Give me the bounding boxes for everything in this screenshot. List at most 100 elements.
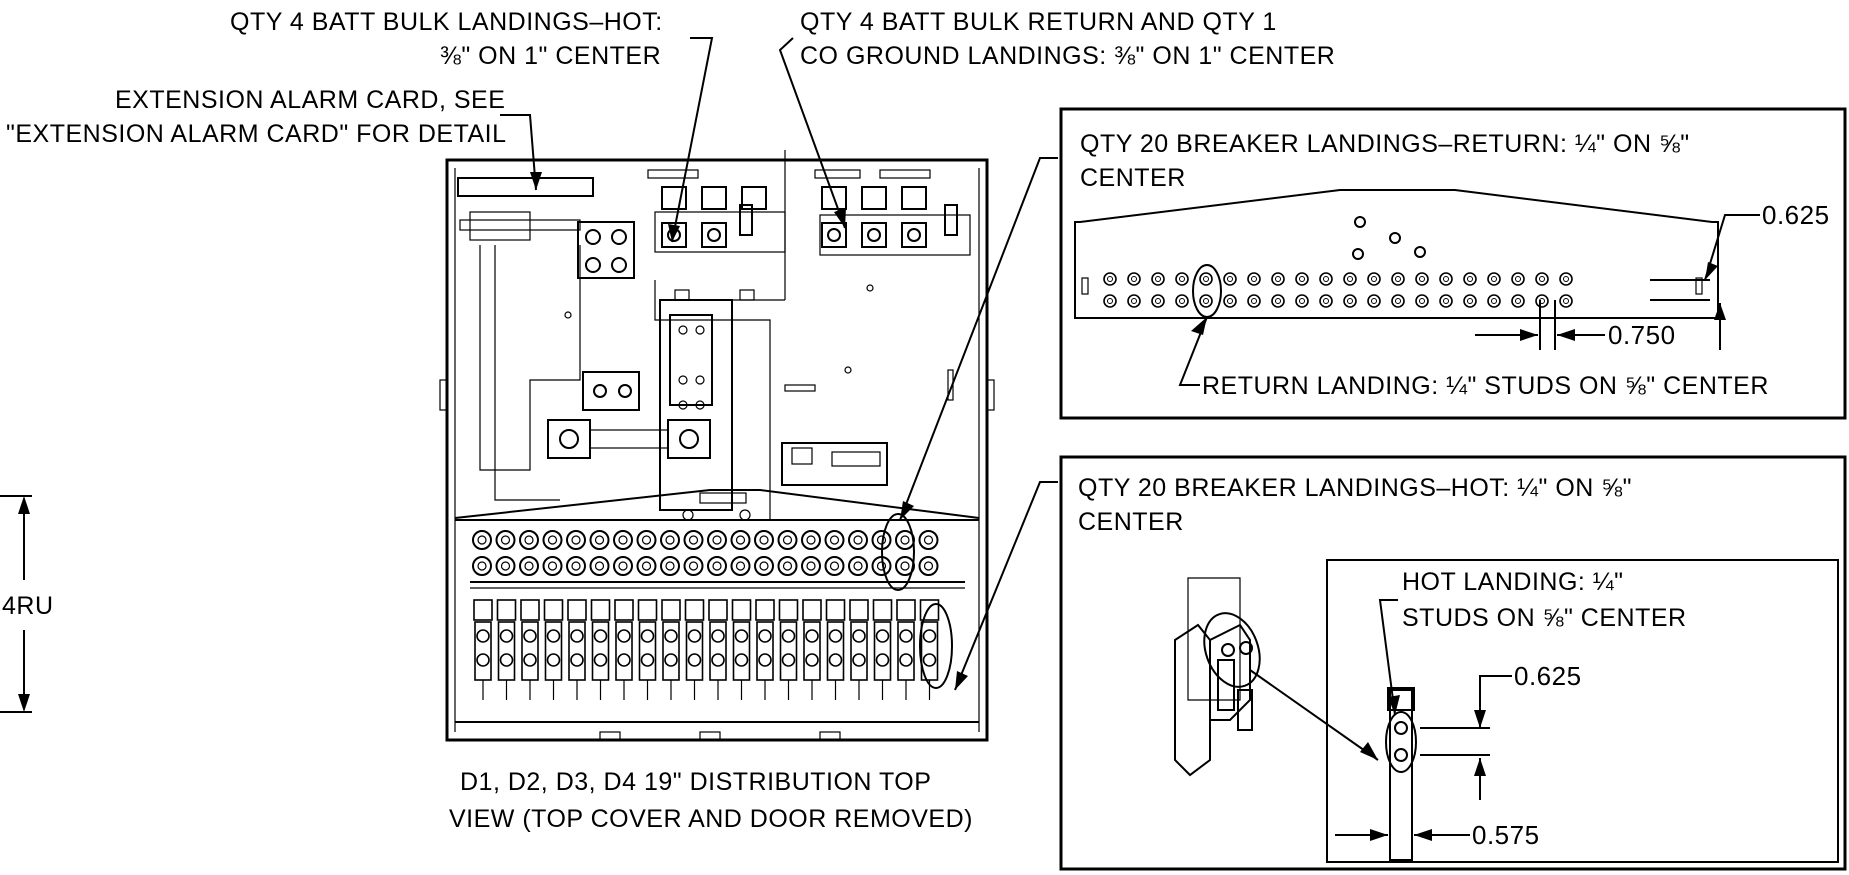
return-landing-stud-icon bbox=[1535, 294, 1549, 308]
return-stud-icon bbox=[824, 556, 845, 576]
breaker-icon bbox=[473, 599, 493, 621]
return-stud-icon bbox=[519, 530, 539, 550]
return-landing-stud-icon bbox=[1271, 294, 1285, 308]
return-dim-horizontal: 0.750 bbox=[1608, 320, 1676, 350]
return-landing-stud-icon bbox=[1151, 272, 1165, 286]
return-stud-icon bbox=[613, 530, 633, 550]
return-landing-stud-icon bbox=[1391, 294, 1405, 308]
breaker-icon bbox=[614, 599, 634, 621]
return-stud-rows bbox=[472, 530, 939, 576]
breaker-icon bbox=[520, 599, 540, 621]
return-landing-stud-icon bbox=[1559, 294, 1573, 308]
main-caption-line2: VIEW (TOP COVER AND DOOR REMOVED) bbox=[449, 805, 973, 833]
return-stud-icon bbox=[613, 556, 633, 576]
return-landing-stud-icon bbox=[1367, 294, 1381, 308]
breaker-icon bbox=[825, 599, 846, 621]
return-landing-stud-icon bbox=[1175, 294, 1189, 308]
return-landing-label: RETURN LANDING: ¼" STUDS ON ⅝" CENTER bbox=[1202, 372, 1769, 400]
batt-hot-callout-line2: ⅜" ON 1" CENTER bbox=[440, 42, 661, 70]
return-landing-stud-icon bbox=[1247, 294, 1261, 308]
return-stud-icon bbox=[566, 556, 586, 576]
rack-height-dimension bbox=[0, 495, 32, 713]
return-landing-stud-icon bbox=[1343, 294, 1357, 308]
return-landing-stud-icon bbox=[1223, 272, 1237, 286]
batt-return-callout-line1: QTY 4 BATT BULK RETURN AND QTY 1 bbox=[800, 8, 1277, 36]
return-stud-icon bbox=[542, 530, 563, 550]
return-stud-icon bbox=[730, 530, 751, 550]
return-stud-icon bbox=[636, 530, 657, 550]
hot-landing-label-line1: HOT LANDING: ¼" bbox=[1402, 568, 1624, 596]
return-landing-stud-icon bbox=[1559, 272, 1573, 286]
return-landing-stud-icon bbox=[1319, 294, 1333, 308]
return-stud-icon bbox=[683, 556, 704, 576]
return-landing-stud-icon bbox=[1415, 272, 1429, 286]
breaker-icon bbox=[896, 599, 916, 621]
rack-height-label: 4RU bbox=[2, 592, 54, 620]
breaker-icon bbox=[496, 599, 517, 621]
return-stud-icon bbox=[801, 556, 821, 576]
return-stud-icon bbox=[589, 530, 610, 550]
breaker-icon bbox=[684, 599, 705, 621]
return-landing-stud-icon bbox=[1175, 272, 1189, 286]
return-landing-stud-icon bbox=[1487, 294, 1501, 308]
hot-detail-title-line2: CENTER bbox=[1078, 508, 1184, 536]
return-stud-icon bbox=[660, 530, 680, 550]
breaker-icon bbox=[872, 599, 893, 621]
return-landing-stud-icon bbox=[1367, 272, 1381, 286]
batt-return-callout-line2: CO GROUND LANDINGS: ⅜" ON 1" CENTER bbox=[800, 42, 1335, 70]
return-landing-stud-icon bbox=[1463, 272, 1477, 286]
breaker-icon bbox=[778, 599, 799, 621]
return-stud-icon bbox=[707, 530, 727, 550]
return-stud-icon bbox=[895, 556, 915, 576]
breaker-icon bbox=[802, 599, 822, 621]
return-landing-studs bbox=[1103, 272, 1573, 308]
return-stud-icon bbox=[472, 530, 492, 550]
return-stud-icon bbox=[918, 530, 939, 550]
return-landing-stud-icon bbox=[1391, 272, 1405, 286]
return-landing-stud-icon bbox=[1295, 272, 1309, 286]
return-detail-panel bbox=[1059, 107, 1847, 420]
return-landing-stud-icon bbox=[1535, 272, 1549, 286]
return-stud-icon bbox=[801, 530, 821, 550]
breaker-icon bbox=[731, 599, 752, 621]
hot-detail-title-line1: QTY 20 BREAKER LANDINGS–HOT: ¼" ON ⅝" bbox=[1078, 474, 1632, 502]
breaker-icon bbox=[708, 599, 728, 621]
return-detail-title-line1: QTY 20 BREAKER LANDINGS–RETURN: ¼" ON ⅝" bbox=[1080, 130, 1690, 158]
return-stud-icon bbox=[495, 556, 516, 576]
ext-alarm-callout-line2: "EXTENSION ALARM CARD" FOR DETAIL bbox=[6, 120, 507, 148]
main-caption-line1: D1, D2, D3, D4 19" DISTRIBUTION TOP bbox=[460, 768, 931, 796]
return-stud-icon bbox=[495, 530, 516, 550]
return-landing-stud-icon bbox=[1247, 272, 1261, 286]
return-landing-stud-icon bbox=[1127, 294, 1141, 308]
breaker-row bbox=[473, 599, 940, 700]
return-landing-stud-icon bbox=[1103, 294, 1117, 308]
return-landing-stud-icon bbox=[1463, 294, 1477, 308]
return-stud-icon bbox=[589, 556, 610, 576]
callout-leaders bbox=[500, 37, 1058, 691]
return-stud-icon bbox=[660, 556, 680, 576]
return-stud-icon bbox=[636, 556, 657, 576]
return-landing-stud-icon bbox=[1271, 272, 1285, 286]
breaker-icon bbox=[637, 599, 658, 621]
return-stud-icon bbox=[707, 556, 727, 576]
breaker-icon bbox=[849, 599, 869, 621]
return-landing-stud-icon bbox=[1319, 272, 1333, 286]
return-stud-icon bbox=[519, 556, 539, 576]
breaker-icon bbox=[567, 599, 587, 621]
return-stud-icon bbox=[754, 556, 774, 576]
breaker-icon bbox=[543, 599, 564, 621]
hot-landing-label-line2: STUDS ON ⅝" CENTER bbox=[1402, 604, 1687, 632]
return-landing-stud-icon bbox=[1439, 294, 1453, 308]
return-landing-stud-icon bbox=[1199, 294, 1213, 308]
breaker-icon bbox=[661, 599, 681, 621]
return-stud-icon bbox=[683, 530, 704, 550]
return-stud-icon bbox=[542, 556, 563, 576]
return-landing-stud-icon bbox=[1511, 272, 1525, 286]
return-landing-stud-icon bbox=[1415, 294, 1429, 308]
batt-hot-callout-line1: QTY 4 BATT BULK LANDINGS–HOT: bbox=[230, 8, 663, 36]
return-landing-stud-icon bbox=[1151, 294, 1165, 308]
return-landing-stud-icon bbox=[1103, 272, 1117, 286]
distribution-top-view bbox=[439, 150, 995, 742]
return-detail-title-line2: CENTER bbox=[1080, 164, 1186, 192]
